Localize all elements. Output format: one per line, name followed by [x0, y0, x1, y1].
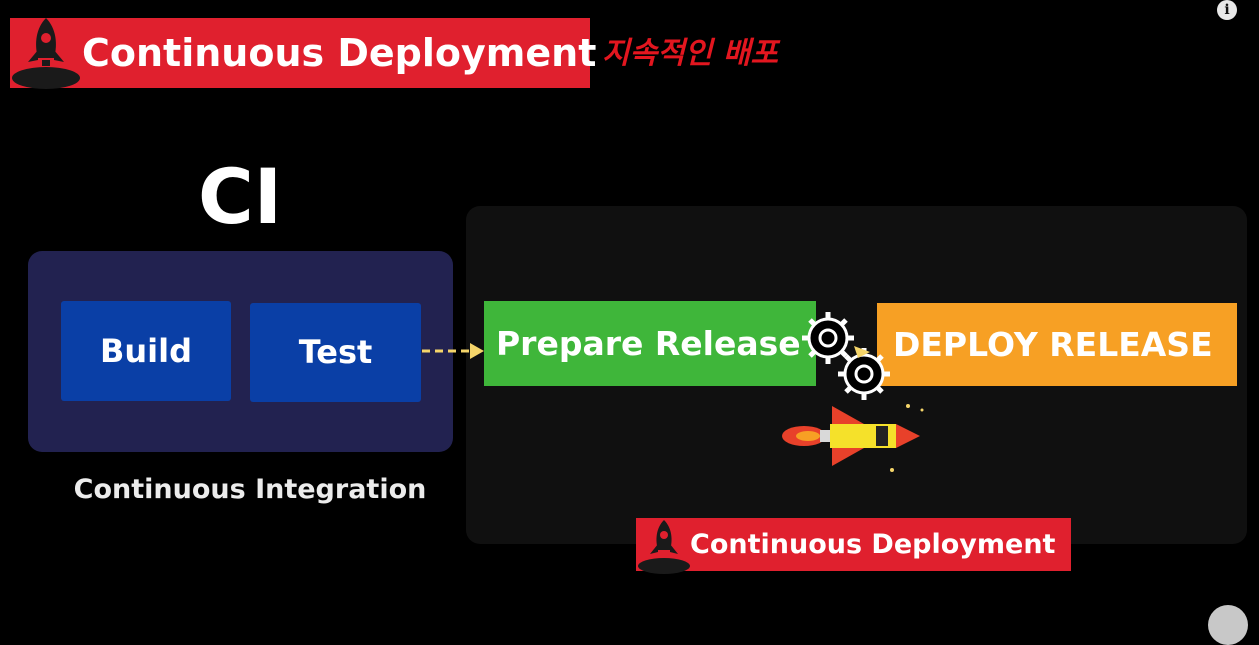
rocket-icon: [12, 18, 80, 89]
rocket-icon: [782, 404, 924, 472]
avatar[interactable]: [1208, 605, 1248, 645]
ci-heading: CI: [197, 152, 283, 241]
cd-banner: [636, 518, 1071, 571]
gear-icon: [802, 312, 890, 400]
rocket-icon: [638, 520, 690, 574]
build-box: Build: [61, 301, 231, 401]
deploy-release-box: DEPLOY RELEASE: [877, 303, 1237, 386]
arrow-icon: [422, 343, 484, 359]
test-box: Test: [250, 303, 421, 402]
title-banner: [10, 18, 590, 88]
page-title: Continuous Deployment: [82, 31, 597, 75]
prepare-release-box: Prepare Release: [484, 301, 816, 386]
cd-banner-label: Continuous Deployment: [690, 529, 1056, 560]
korean-subtitle: 지속적인 배포: [602, 36, 779, 71]
ci-caption: Continuous Integration: [73, 474, 427, 505]
info-icon[interactable]: i: [1217, 0, 1237, 20]
